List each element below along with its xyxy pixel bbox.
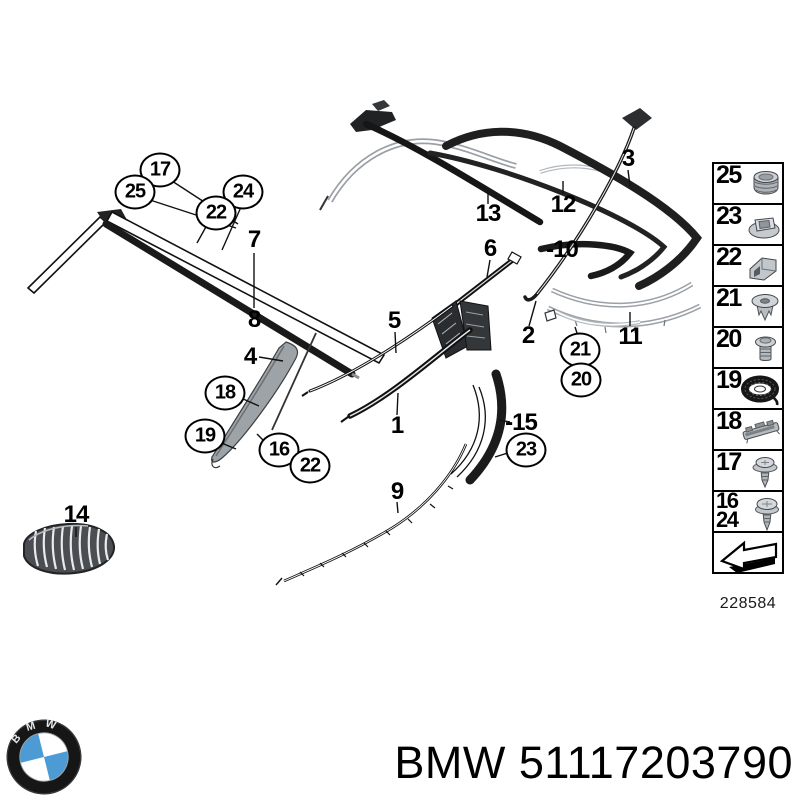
legend-row-22: 22 bbox=[712, 243, 784, 287]
legend-row-18: 18 bbox=[712, 407, 784, 451]
legend-row-arrow bbox=[712, 531, 784, 574]
legend-label: 23 bbox=[716, 202, 742, 230]
expanding-rivet-icon bbox=[751, 294, 779, 322]
legend-label: 21 bbox=[716, 284, 742, 312]
clip-nut-icon bbox=[748, 217, 780, 239]
legend-label: 19 bbox=[716, 366, 742, 394]
legend-label: 18 bbox=[716, 407, 742, 435]
wheel-arch-trim-art bbox=[275, 369, 507, 586]
legend-label: 17 bbox=[716, 448, 742, 476]
fastener-legend: 25 23 22 21 bbox=[712, 161, 784, 574]
legend-row-25: 25 bbox=[712, 161, 784, 205]
door-seal-strips-art bbox=[301, 304, 473, 423]
roof-seal-art bbox=[319, 100, 626, 359]
legend-row-19: 19 bbox=[712, 366, 784, 410]
legend-row-20: 20 bbox=[712, 325, 784, 369]
part-number-text: BMW 51117203790 bbox=[394, 737, 793, 788]
kidney-grille-art bbox=[23, 522, 116, 575]
legend-label: 25 bbox=[716, 161, 742, 189]
legend-label: 20 bbox=[716, 325, 742, 353]
legend-label: 22 bbox=[716, 243, 742, 271]
body-clip-icon bbox=[749, 257, 777, 281]
bmw-roundel-logo: BMW bbox=[6, 718, 82, 795]
legend-row-21: 21 bbox=[712, 284, 784, 328]
a-pillar-trim-art bbox=[211, 332, 317, 469]
screw-plug-icon bbox=[753, 171, 779, 195]
leader-lines bbox=[75, 169, 631, 537]
washer-screw-icon bbox=[752, 457, 778, 489]
windshield-frame-art bbox=[26, 209, 386, 380]
mounting-rail-icon bbox=[742, 419, 780, 444]
tapping-screw-icon bbox=[755, 498, 779, 532]
rear-window-seal-art bbox=[427, 108, 702, 334]
sealing-tape-roll-icon bbox=[741, 375, 779, 406]
flange-screw-icon bbox=[755, 336, 776, 361]
legend-row-17: 17 bbox=[712, 448, 784, 492]
diagram-number: 228584 bbox=[719, 595, 777, 612]
direction-arrow-icon bbox=[719, 540, 778, 573]
legend-row-23: 23 bbox=[712, 202, 784, 246]
